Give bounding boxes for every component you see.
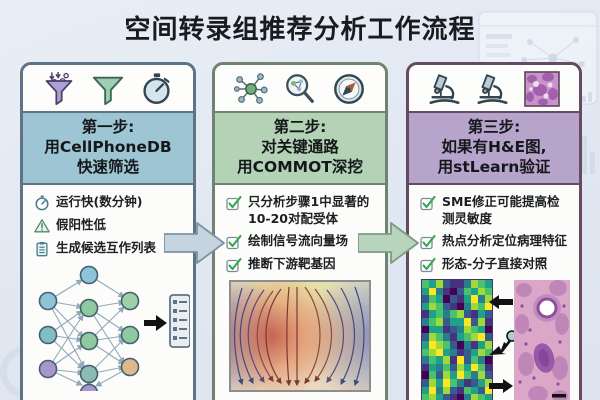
step1-header-line3: 快速筛选 [76, 157, 139, 176]
step3-point-hotspot-label: 热点分析定位病理特征 [442, 232, 568, 248]
step2-panel: 第二步: 对关键通路 用COMMOT深挖 只分析步骤1中显著的10-20对配受体… [212, 62, 388, 400]
comparison-arrows [489, 294, 514, 393]
step1-header-line1: 第一步: [81, 118, 135, 136]
step3-body: SME修正可能提高检测灵敏度 热点分析定位病理特征 形态-分子直接对照 [409, 185, 579, 400]
checkbox-icon [226, 234, 242, 250]
checkbox-icon [420, 257, 436, 273]
funnel-import-icon [45, 72, 73, 105]
vector-field-figure [229, 279, 371, 392]
step2-header-line1: 第二步: [273, 118, 327, 136]
step1-body: 运行快(数分钟) 假阳性低 生成候选互作列表 [23, 185, 193, 392]
network-icon [234, 73, 268, 104]
step3-point-sme: SME修正可能提高检测灵敏度 [420, 194, 568, 227]
step3-panel: 第三步: 如果有H&E图, 用stLearn验证 SME修正可能提高检测灵敏度 … [406, 62, 582, 400]
step1-point-runtime: 运行快(数分钟) [34, 194, 182, 211]
histology-figure [514, 279, 570, 400]
stopwatch-icon [35, 195, 49, 211]
step3-header-line1: 第三步: [467, 118, 521, 136]
step3-point-hotspot: 热点分析定位病理特征 [420, 233, 568, 250]
step3-point-morphology: 形态-分子直接对照 [420, 256, 568, 273]
step3-icon-row [409, 65, 579, 113]
step1-point-candidate-list-label: 生成候选互作列表 [56, 240, 157, 256]
step3-header-line3: 用stLearn验证 [437, 157, 551, 176]
step1-point-false-positive: 假阳性低 [34, 217, 182, 234]
step2-point-vector-field-label: 绘制信号流向量场 [248, 232, 349, 248]
checkbox-icon [226, 257, 242, 273]
candidate-list-icon [169, 294, 190, 349]
checkbox-icon [226, 196, 242, 211]
step3-point-morphology-label: 形态-分子直接对照 [442, 255, 548, 271]
checkbox-icon [420, 234, 436, 250]
microscope-icon [429, 74, 460, 105]
step1-point-runtime-label: 运行快(数分钟) [56, 194, 143, 210]
funnel-icon [92, 76, 123, 106]
step2-point-target-genes-label: 推断下游靶基因 [248, 255, 336, 271]
step3-point-sme-label: SME修正可能提高检测灵敏度 [442, 194, 560, 226]
flow-arrow-step2-to-step3 [358, 222, 419, 264]
step2-point-pairs-label: 只分析步骤1中显著的10-20对配受体 [248, 194, 370, 226]
step1-panel: 第一步: 用CellPhoneDB 快速筛选 运行快(数分钟) 假阳性低 [20, 62, 196, 400]
validation-figure [420, 278, 570, 400]
checkbox-icon [420, 196, 436, 211]
step2-header-line2: 对关键通路 [261, 137, 339, 156]
heatmap-figure [421, 278, 493, 400]
flow-arrow-step1-to-step2 [164, 222, 225, 264]
step2-point-vector-field: 绘制信号流向量场 [226, 233, 374, 250]
step2-point-target-genes: 推断下游靶基因 [226, 256, 374, 273]
page-title: 空间转录组推荐分析工作流程 [124, 15, 476, 45]
step2-point-pairs: 只分析步骤1中显著的10-20对配受体 [226, 194, 374, 227]
step2-header: 第二步: 对关键通路 用COMMOT深挖 [215, 113, 385, 186]
step2-icon-row [215, 65, 385, 113]
microscope-icon [477, 74, 508, 105]
arrow-right-icon [144, 315, 167, 332]
compass-icon [334, 74, 364, 104]
stopwatch-icon [143, 73, 170, 104]
step1-point-false-positive-label: 假阳性低 [56, 217, 107, 233]
step1-icon-row [23, 65, 193, 113]
magnifier-molecule-icon [286, 74, 314, 103]
step3-header-line2: 如果有H&E图, [441, 137, 547, 156]
step1-header-line2: 用CellPhoneDB [44, 137, 172, 156]
histology-thumbnail [524, 71, 560, 107]
step1-header: 第一步: 用CellPhoneDB 快速筛选 [23, 113, 193, 186]
step1-point-candidate-list: 生成候选互作列表 [34, 240, 182, 257]
warning-icon [34, 219, 50, 233]
clipboard-icon [36, 242, 48, 257]
step3-header: 第三步: 如果有H&E图, 用stLearn验证 [409, 113, 579, 186]
step2-body: 只分析步骤1中显著的10-20对配受体 绘制信号流向量场 推断下游靶基因 [215, 185, 385, 392]
interaction-network-figure [38, 266, 190, 392]
step2-header-line3: 用COMMOT深挖 [237, 157, 363, 176]
